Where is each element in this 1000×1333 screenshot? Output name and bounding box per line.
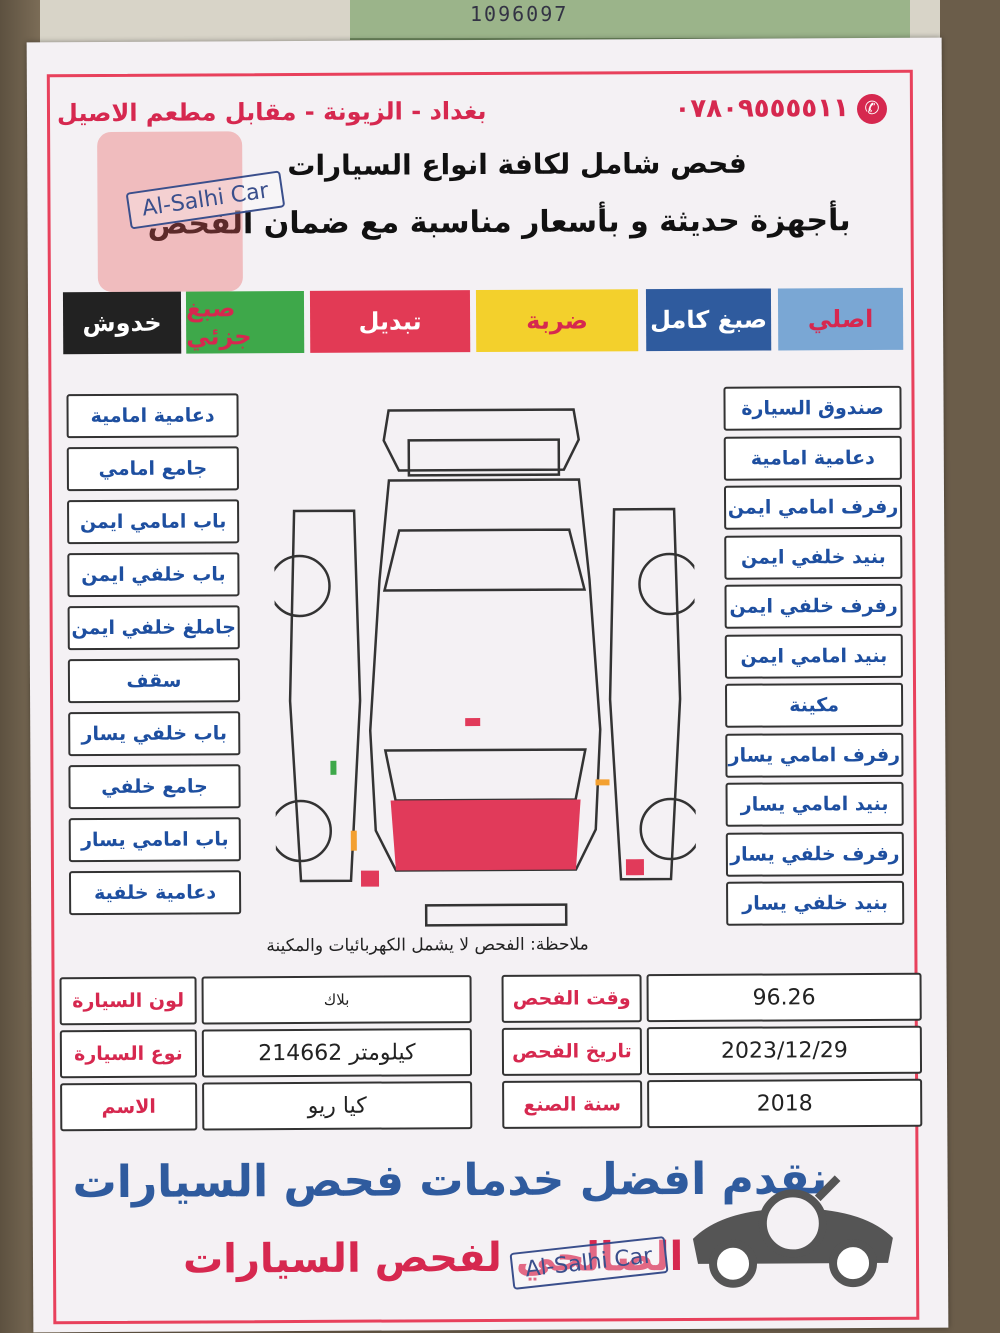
left-part-label: باب خلفي يسار — [68, 711, 241, 757]
right-part-label: بنيد امامي ايمن — [724, 633, 903, 679]
legend-label-replaced: تبديل — [358, 307, 422, 336]
left-part-label: دعامية امامية — [66, 393, 239, 439]
legend-original: اصلي — [777, 287, 904, 351]
green-paper-slip: 1096097 — [350, 0, 910, 40]
cell-row2-right-label: تاريخ الفحص — [501, 1027, 643, 1076]
car-rear-window — [383, 748, 587, 802]
mark-red-3 — [360, 870, 380, 887]
cell-row3-left-value: بلاك — [201, 975, 472, 1025]
right-part-label: دعامية امامية — [723, 435, 902, 481]
car-rear-bumper — [424, 903, 568, 927]
car-left-side — [288, 509, 362, 883]
cell-row2-left-label: نوع السيارة — [59, 1029, 198, 1079]
car-hood — [382, 408, 581, 472]
header-tagline: فحص شامل لكافة انواع السيارات — [287, 146, 747, 183]
right-part-label: بنيد امامي يسار — [725, 781, 904, 827]
phone-number: ٠٧٨٠٩٥٥٥٥١١ — [674, 93, 850, 125]
left-part-label: باب امامي ايمن — [67, 499, 240, 545]
wheel-rear-right — [639, 797, 697, 861]
legend-scratches: خدوش — [62, 291, 182, 355]
phone-icon: ✆ — [856, 93, 888, 124]
header-address: بغداد - الزيونة - مقابل مطعم الاصيل — [56, 96, 487, 128]
slip-number: 1096097 — [470, 2, 569, 26]
cell-row1-left-label: الاسم — [60, 1082, 198, 1132]
cell-row1-left-value: كيا ريو — [202, 1081, 473, 1131]
right-part-label: بنيد خلفي يسار — [726, 880, 905, 926]
left-part-label: جاملغ خلفي ايمن — [67, 605, 240, 651]
wheel-front-right — [638, 552, 697, 616]
left-part-label: دعامية خلفية — [68, 870, 242, 916]
company-logo-icon — [692, 1175, 893, 1288]
right-part-label: رفرف امامي يسار — [725, 732, 904, 778]
header-phone: ٠٧٨٠٩٥٥٥٥١١✆ — [674, 93, 888, 125]
cell-row2-left-value: 214662 كيلومتر — [201, 1028, 473, 1078]
legend-replaced: تبديل — [309, 290, 471, 353]
cell-row1-right-label: سنة الصنع — [502, 1080, 643, 1129]
legend-label-dent: ضربة — [526, 306, 589, 335]
car-right-side — [608, 507, 682, 881]
legend-dent: ضربة — [475, 289, 639, 353]
left-part-label: باب خلفي ايمن — [67, 552, 240, 598]
car-diagram — [273, 408, 697, 927]
cell-row2-right-value: 2023/12/29 — [646, 1025, 923, 1076]
left-part-label: جامع خلفي — [68, 764, 241, 810]
legend-label-scratches: خدوش — [82, 308, 162, 338]
right-part-label: رفرف خلفي ايمن — [724, 583, 903, 629]
mark-orange-2 — [350, 830, 357, 851]
mark-red-1 — [465, 718, 481, 727]
cell-row3-left-label: لون السيارة — [59, 976, 197, 1026]
inspection-sheet: بغداد - الزيونة - مقابل مطعم الاصيل ٠٧٨٠… — [26, 37, 949, 1333]
right-part-label: رفرف خلفي يسار — [725, 831, 905, 877]
wheel-front-left — [273, 554, 331, 618]
trunk-replaced-area — [390, 799, 581, 871]
legend-partial-paint: صبغ جزئي — [185, 290, 305, 354]
mark-orange-1 — [595, 779, 610, 786]
wheel-rear-left — [273, 799, 333, 863]
left-part-label: جامع امامي — [66, 446, 239, 492]
legend-label-full-paint: صبغ كامل — [650, 305, 768, 335]
inspection-note: ملاحظة: الفحص لا يشمل الكهربائيات والمكي… — [266, 934, 589, 957]
right-part-label: صندوق السيارة — [723, 385, 902, 431]
left-part-label: باب امامي يسار — [68, 817, 241, 863]
left-part-label: سقف — [67, 658, 241, 704]
legend-label-partial-paint: صبغ جزئي — [185, 294, 252, 351]
right-part-label: بنيد خلفي ايمن — [724, 534, 903, 580]
right-part-label: مكينة — [724, 682, 904, 728]
mark-red-2 — [625, 859, 644, 876]
car-roof-top — [407, 438, 561, 477]
cell-row3-right-label: وقت الفحص — [501, 974, 642, 1023]
cell-row3-right-value: 96.26 — [646, 972, 922, 1023]
mark-green-1 — [330, 760, 337, 775]
legend-full-paint: صبغ كامل — [645, 288, 772, 352]
car-windshield — [382, 528, 587, 592]
right-part-label: رفرف امامي ايمن — [723, 484, 903, 530]
legend-label-original: اصلي — [807, 304, 874, 334]
cell-row1-right-value: 2018 — [647, 1078, 923, 1129]
